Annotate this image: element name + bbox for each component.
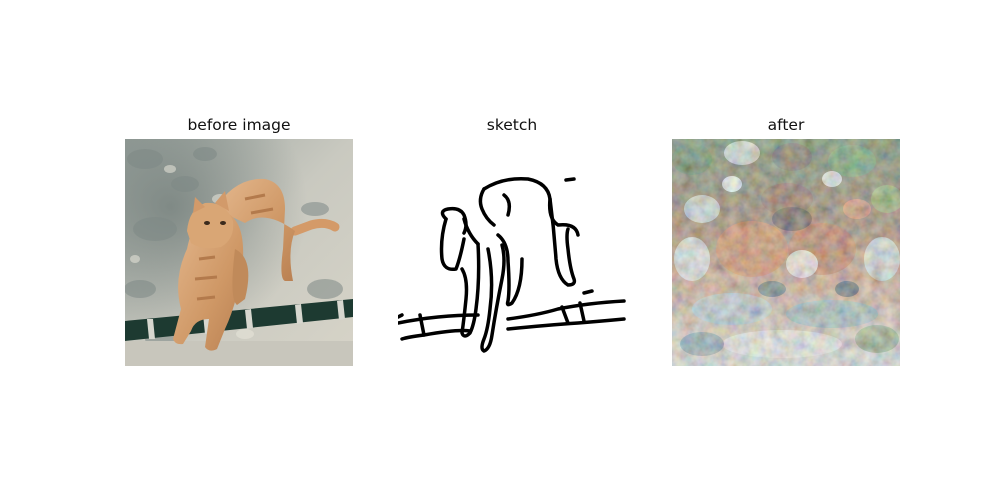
sketch-image (398, 139, 626, 366)
panel-title-after: after (767, 116, 805, 134)
panel-title-sketch: sketch (486, 116, 538, 134)
panel-title-before-image: before image (187, 116, 291, 134)
after-image (672, 139, 900, 366)
before-image (125, 139, 353, 366)
